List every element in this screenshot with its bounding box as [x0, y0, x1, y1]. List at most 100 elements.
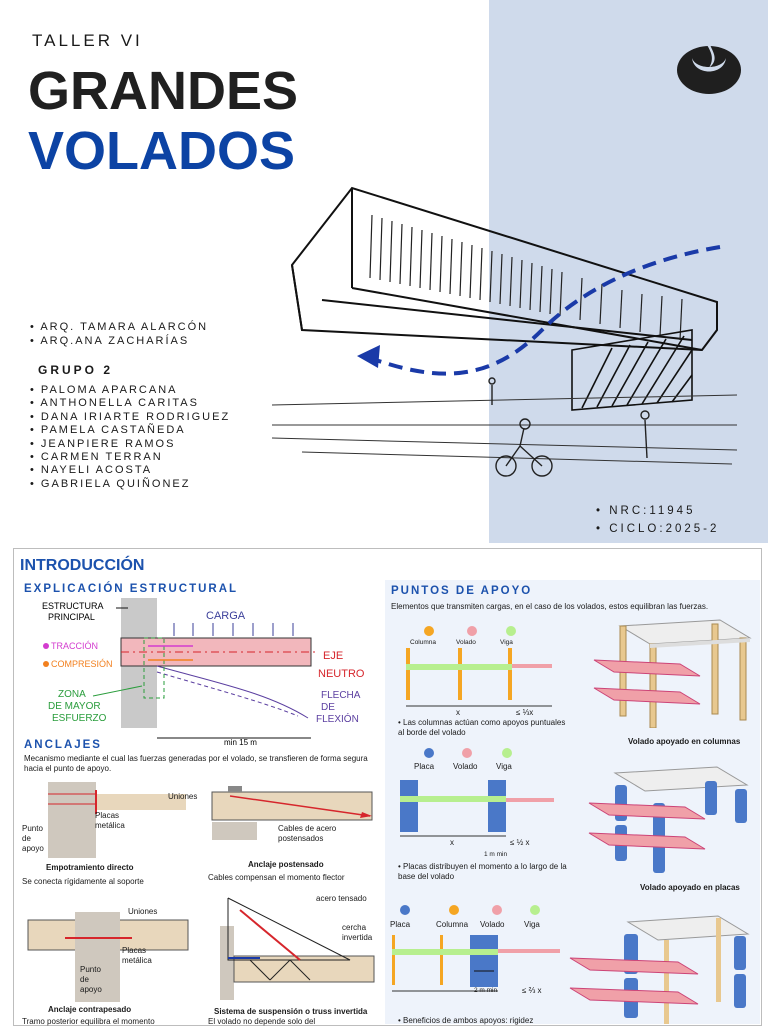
professor-2: ARQ.ANA ZACHARÍAS — [30, 334, 208, 348]
label-compresion: COMPRESIÓN — [51, 659, 113, 669]
professors-list: ARQ. TAMARA ALARCÓN ARQ.ANA ZACHARÍAS — [30, 320, 208, 348]
apoyo-heading: PUNTOS DE APOYO — [391, 585, 533, 597]
member-5: JEANPIERE RAMOS — [30, 438, 230, 451]
legend1-volado: Volado — [456, 639, 476, 646]
label-principal: PRINCIPAL — [48, 612, 95, 622]
placa-elevation — [400, 780, 554, 837]
legend3-viga: Viga — [524, 920, 540, 929]
legend3-columna-dot — [449, 905, 459, 915]
structural-diagram: ESTRUCTURA PRINCIPAL CARGA TRACCIÓN COMP… — [42, 598, 365, 747]
label-carga: CARGA — [206, 610, 246, 622]
apoyo-note-3-text: Beneficios de ambos apoyos: rigidez — [403, 1016, 534, 1025]
structural-heading: EXPLICACIÓN ESTRUCTURAL — [24, 583, 239, 595]
emp-punto: Punto de apoyo — [22, 824, 44, 853]
legend1-columna: Columna — [410, 639, 437, 646]
legend3-volado-dot — [492, 905, 502, 915]
legend3-viga-dot — [530, 905, 540, 915]
legend2-viga: Viga — [496, 762, 512, 771]
members-list: PALOMA APARCANA ANTHONELLA CARITAS DANA … — [30, 384, 230, 491]
legend-volado-dot — [467, 626, 477, 636]
course-label: TALLER VI — [32, 31, 143, 50]
legend-viga-dot-2 — [502, 748, 512, 758]
member-7: NAYELI ACOSTA — [30, 464, 230, 477]
post-caption: Anclaje postensado — [248, 860, 324, 869]
university-logo-icon — [677, 32, 741, 94]
dim-1m: 1 m min — [484, 851, 508, 858]
label-neutro: NEUTRO — [318, 668, 365, 680]
building-columnas — [593, 619, 752, 728]
dim-x-1: x — [456, 708, 460, 717]
susp-cercha: cercha invertida — [342, 923, 373, 942]
apoyo-note-2: • Placas distribuyen el momento a lo lar… — [398, 862, 567, 881]
anclajes-description: Mecanismo mediante el cual las fuerzas g… — [24, 754, 368, 773]
legend3-placa-dot — [400, 905, 410, 915]
emp-uniones: Uniones — [168, 792, 198, 801]
susp-caption: Sistema de suspensión o truss invertida — [214, 1007, 368, 1016]
postensado-diagram — [211, 786, 373, 840]
apoyo-note-1: • Las columnas actúan como apoyos puntua… — [398, 718, 566, 737]
apoyo-note-3: • Beneficios de ambos apoyos: rigidez — [398, 1016, 534, 1025]
legend-volado-dot-2 — [462, 748, 472, 758]
cantilever-sketch — [271, 186, 738, 477]
cap-placas: Volado apoyado en placas — [640, 883, 740, 892]
mixed-elevation — [392, 935, 560, 992]
label-traccion: TRACCIÓN — [51, 641, 98, 651]
emp-placas: Placas metálica — [95, 811, 125, 830]
member-1: PALOMA APARCANA — [30, 384, 230, 397]
post-cables: Cables de acero postensados — [278, 824, 337, 843]
building-placas — [588, 766, 749, 873]
suspension-diagram — [220, 897, 375, 1000]
dim-two-thirds: ≤ ⅔ x — [522, 986, 542, 995]
label-estructura: ESTRUCTURA — [42, 601, 104, 611]
label-flexion: FLEXIÓN — [316, 712, 359, 725]
susp-text: El volado no depende solo del — [208, 1017, 316, 1026]
label-eje: EJE — [323, 650, 343, 662]
label-esfuerzo: ESFUERZO — [52, 713, 107, 724]
contra-text: Tramo posterior equilibra el momento — [22, 1017, 155, 1026]
contra-caption: Anclaje contrapesado — [48, 1005, 132, 1014]
apoyo-description: Elementos que transmiten cargas, en el c… — [391, 602, 709, 611]
legend3-placa: Placa — [390, 920, 411, 929]
anclajes-heading: ANCLAJES — [24, 739, 102, 751]
member-2: ANTHONELLA CARITAS — [30, 397, 230, 410]
contra-uniones: Uniones — [128, 907, 158, 916]
empotramiento-diagram — [48, 782, 186, 858]
dim-x-2: x — [450, 838, 454, 847]
contrapesado-diagram — [27, 912, 189, 1002]
label-de: DE — [321, 702, 335, 713]
dim-2m: 2 m min — [474, 987, 498, 994]
label-flecha: FLECHA — [321, 690, 361, 701]
legend-placa-dot — [424, 748, 434, 758]
legend2-volado: Volado — [453, 762, 478, 771]
post-text: Cables compensan el momento flector — [208, 873, 345, 882]
susp-acero: acero tensado — [316, 894, 367, 903]
ciclo: CICLO:2025-2 — [596, 520, 719, 538]
legend-columna-dot — [424, 626, 434, 636]
label-de-mayor: DE MAYOR — [48, 701, 101, 712]
title-line-2: VOLADOS — [28, 121, 296, 181]
course-info: NRC:11945 CICLO:2025-2 — [596, 502, 719, 538]
member-4: PAMELA CASTAÑEDA — [30, 424, 230, 437]
columna-elevation — [406, 648, 552, 707]
contra-punto: Punto de apoyo — [80, 965, 102, 994]
intro-title: INTRODUCCIÓN — [20, 557, 145, 574]
legend3-volado: Volado — [480, 920, 505, 929]
cap-columnas: Volado apoyado en columnas — [628, 737, 741, 746]
apoyo-note-2-text: Placas distribuyen el momento a lo largo… — [398, 862, 567, 881]
nrc-code: NRC:11945 — [596, 502, 719, 520]
title-line-1: GRANDES — [28, 61, 299, 121]
legend3-columna: Columna — [436, 920, 469, 929]
member-3: DANA IRIARTE RODRIGUEZ — [30, 411, 230, 424]
emp-text: Se conecta rígidamente al soporte — [22, 877, 144, 886]
emp-caption: Empotramiento directo — [46, 863, 134, 872]
dim-half: ≤ ½ x — [510, 838, 530, 847]
building-mixto — [569, 915, 750, 1024]
dim-third: ≤ ⅓x — [516, 708, 534, 717]
member-8: GABRIELA QUIÑONEZ — [30, 478, 230, 491]
professor-1: ARQ. TAMARA ALARCÓN — [30, 320, 208, 334]
member-6: CARMEN TERRAN — [30, 451, 230, 464]
legend2-placa: Placa — [414, 762, 435, 771]
group-title: GRUPO 2 — [38, 363, 114, 377]
legend1-viga: Viga — [500, 639, 513, 646]
label-zona: ZONA — [58, 689, 86, 700]
